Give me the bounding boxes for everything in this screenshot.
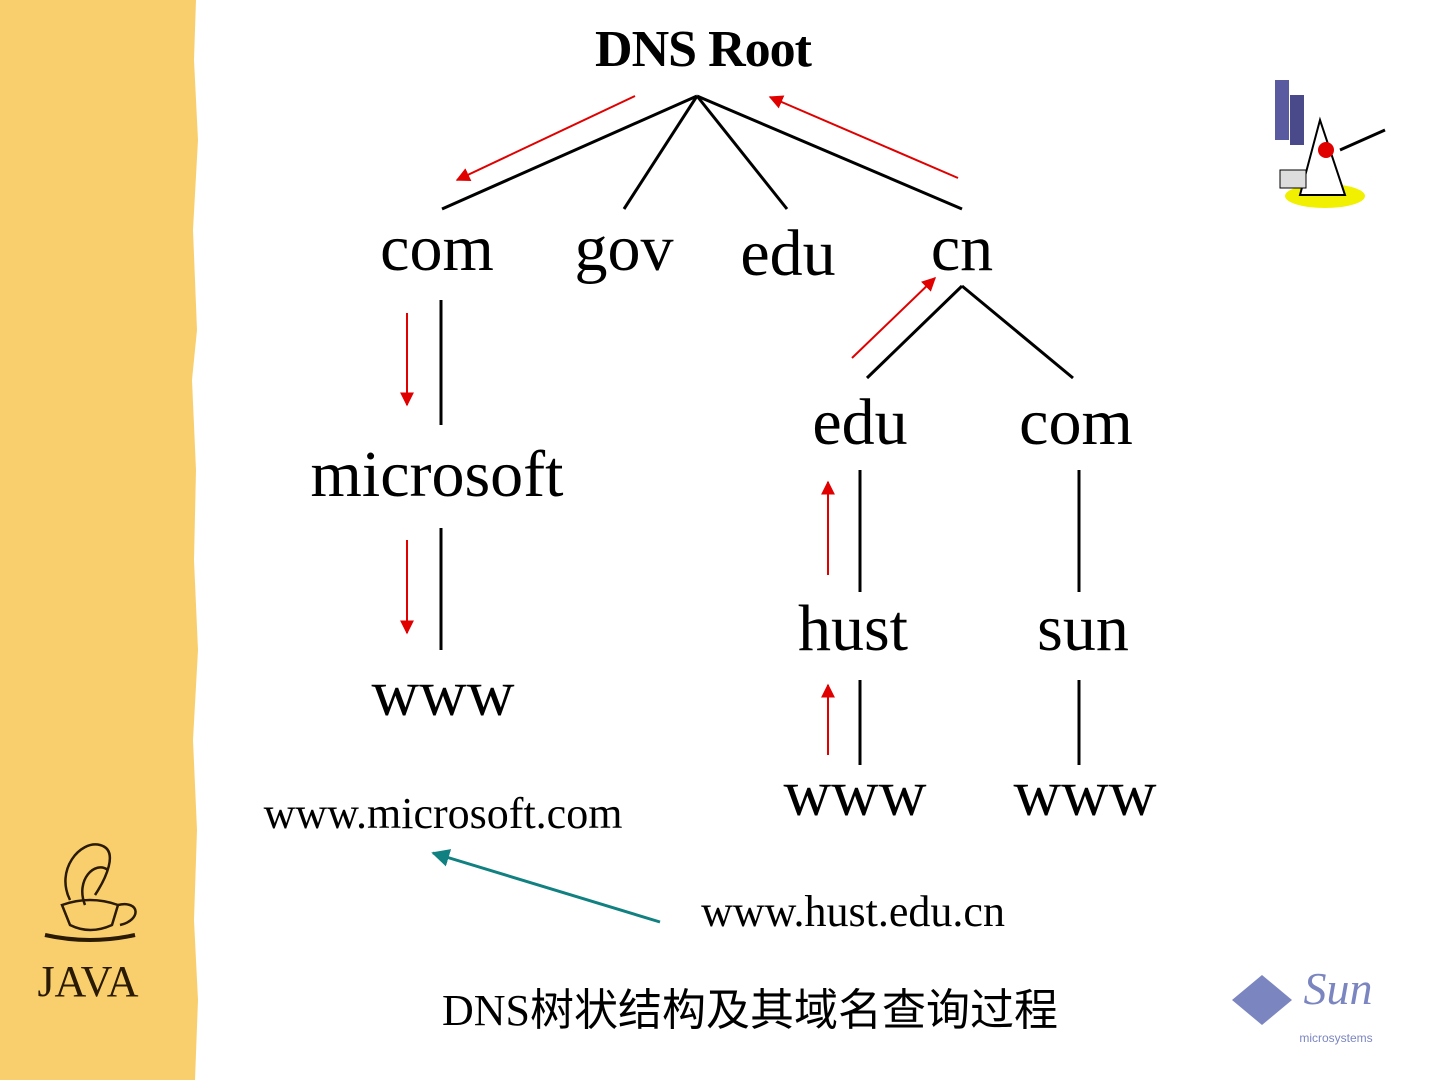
sun-logo-subtext: microsystems [1299, 1031, 1372, 1045]
tree-edges [439, 94, 1081, 765]
node-sun: sun [1037, 592, 1129, 665]
edge-root-com [441, 94, 698, 211]
edge-root-gov [622, 95, 699, 210]
java-logo: JAVA [37, 843, 139, 1006]
arrow-cn-to-root [768, 95, 959, 179]
sun-logo-text: Sun [1304, 963, 1373, 1014]
arrow-edu-to-cn [851, 277, 937, 359]
node-cn-edu: edu [812, 386, 907, 459]
node-gov: gov [575, 212, 674, 285]
node-cn: cn [931, 212, 993, 285]
sidebar-strip [0, 0, 198, 1080]
edge-cn-com [961, 284, 1074, 380]
node-edu: edu [740, 217, 835, 290]
sun-diamond-icon [1232, 975, 1292, 1025]
node-sun-www: www [1014, 757, 1157, 830]
resolution-arrows [400, 95, 959, 924]
arrow-root-to-com [455, 95, 636, 181]
source-domain-label: www.hust.edu.cn [701, 887, 1005, 936]
node-hust: hust [798, 592, 908, 665]
duke-mascot-icon [1275, 80, 1386, 208]
target-domain-label: www.microsoft.com [264, 789, 623, 838]
node-hust-www: www [784, 757, 927, 830]
dns-root-label: DNS Root [595, 21, 813, 78]
node-microsoft: microsoft [311, 438, 564, 511]
coffee-cup-icon [44, 843, 137, 942]
node-microsoft-www: www [372, 657, 515, 730]
edge-root-edu [695, 95, 789, 210]
node-com: com [380, 212, 494, 285]
sun-microsystems-logo: Sun microsystems [1232, 963, 1373, 1045]
edge-root-cn [696, 94, 963, 211]
slide-caption: DNS树状结构及其域名查询过程 [442, 986, 1058, 1035]
java-logo-text: JAVA [37, 957, 138, 1006]
node-cn-com: com [1019, 386, 1133, 459]
query-arrow [431, 849, 661, 924]
edge-cn-edu [865, 284, 964, 380]
